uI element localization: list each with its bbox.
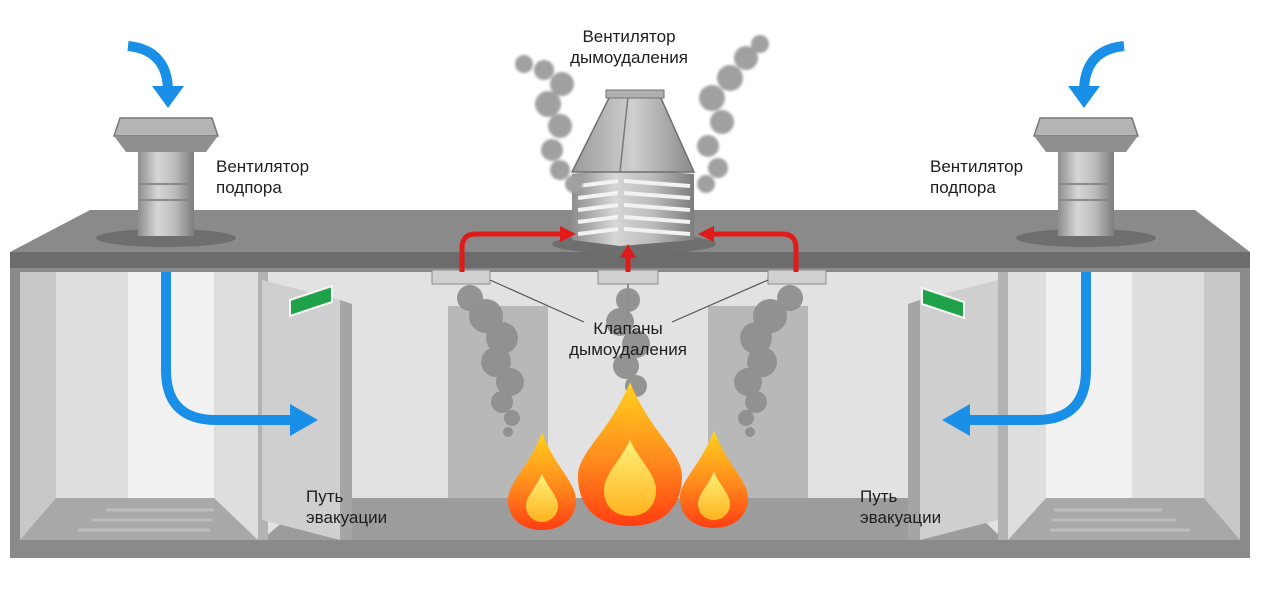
smoke-outdoor-right (697, 35, 769, 193)
fresh-air-arrow-top-left (127, 41, 184, 108)
smoke-flow-arrows (459, 226, 799, 272)
supply-fan-left (96, 117, 236, 247)
smoke-damper-center (597, 269, 659, 285)
supply-fan-right (1016, 117, 1156, 247)
smoke-exhaust-fan (552, 89, 716, 254)
label-escape-route-right: Путь эвакуации (860, 487, 942, 527)
smoke-arrow-center (620, 244, 636, 272)
label-smoke-exhaust-fan: Вентилятор дымоудаления (570, 27, 688, 67)
door-right (908, 280, 998, 540)
label-supply-fan-right: Вентилятор подпора (930, 157, 1024, 197)
fresh-air-arrow-duct-left (161, 272, 318, 436)
fresh-air-arrows (127, 41, 1125, 436)
exit-sign-right (921, 286, 965, 320)
label-supply-fan-left: Вентилятор подпора (216, 157, 310, 197)
smoke-damper-right (767, 269, 827, 285)
smoke-indoor-right (734, 285, 803, 437)
fresh-air-arrow-top-right (1068, 41, 1125, 108)
smoke-damper-left (431, 269, 491, 285)
door-left (262, 280, 352, 540)
label-escape-route-left: Путь эвакуации (306, 487, 388, 527)
smoke-outdoor-left (515, 55, 583, 193)
fresh-air-arrow-duct-right (942, 272, 1091, 436)
fire (508, 382, 748, 530)
smoke-arrow-right (698, 226, 799, 272)
label-smoke-dampers: Клапаны дымоудаления (569, 319, 687, 359)
smoke-arrow-left (459, 226, 576, 272)
smoke-indoor-left (457, 285, 524, 437)
exit-sign-left (289, 284, 333, 318)
